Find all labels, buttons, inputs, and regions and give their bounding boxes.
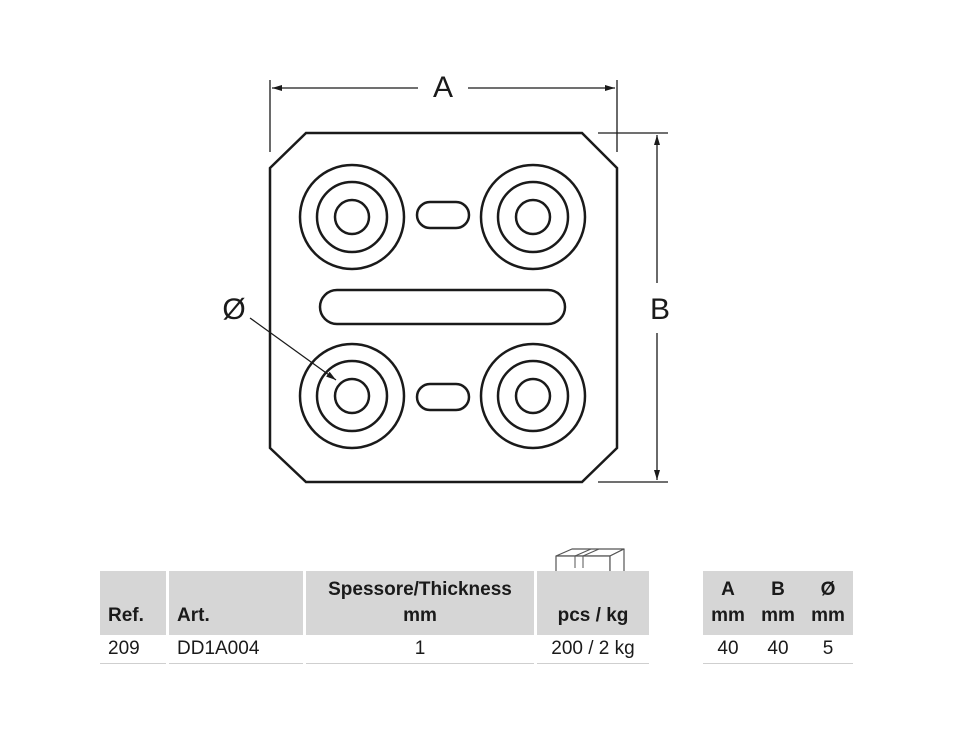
dimension-a-label: A [433,71,453,104]
cell-ref: 209 [100,635,166,664]
slot-small-bottom [415,382,471,412]
washer-top-left [298,163,406,271]
dimension-b-label: B [650,293,670,326]
dimension-b [598,132,668,483]
washer-top-right [479,163,587,271]
cell-thickness: 1 [306,635,534,664]
cell-art: DD1A004 [169,635,303,664]
header-art: Art. [169,571,303,635]
cell-dim-a: 40 [703,635,753,664]
cell-dim-b: 40 [753,635,803,664]
table-row: 209 DD1A004 1 200 / 2 kg [100,635,649,664]
diameter-label: Ø [222,293,245,326]
slot-small-top [415,200,471,230]
cell-pack: 200 / 2 kg [537,635,649,664]
slot-long-middle [318,288,567,326]
plate-outline [268,131,619,484]
diameter-leader [249,317,337,381]
dimension-a [269,80,618,152]
header-pack: pcs / kg [537,571,649,635]
washer-bottom-left [298,342,406,450]
cell-dim-diameter: 5 [803,635,853,664]
washer-bottom-right [479,342,587,450]
technical-drawing: A B Ø [222,71,670,484]
table-row: 40 40 5 [703,635,853,664]
header-ref: Ref. [100,571,166,635]
